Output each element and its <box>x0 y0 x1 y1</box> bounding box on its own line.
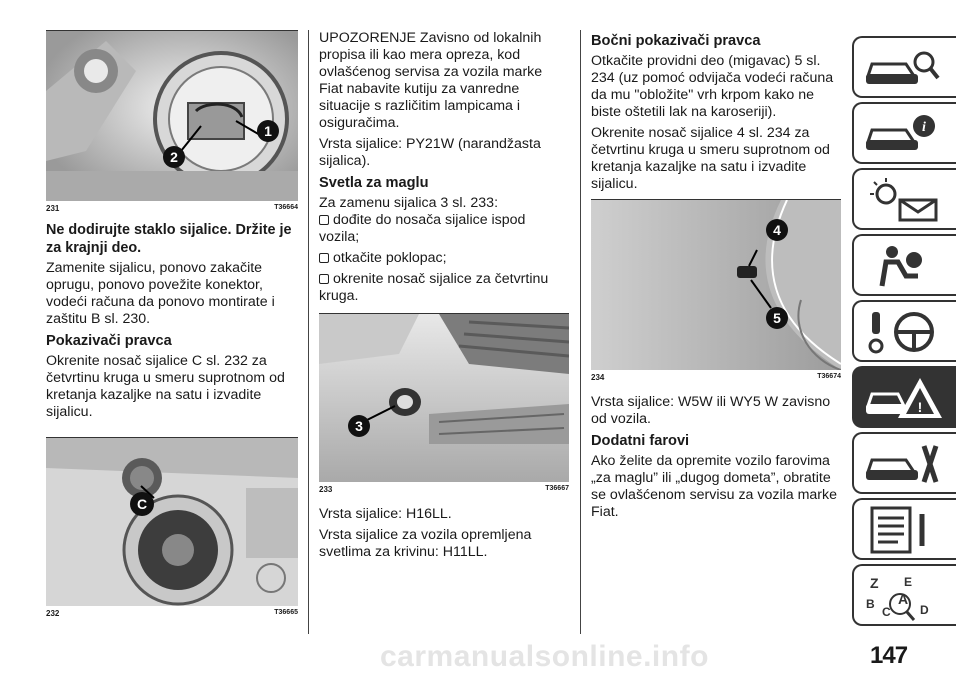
figure-code: T36667 <box>545 485 569 492</box>
list-item: okrenite nosač sijalice za četvrtinu <box>319 271 569 288</box>
paragraph: Vrsta sijalice: PY21W (narandžasta sijal… <box>319 136 541 169</box>
car-info-icon: i <box>865 115 935 150</box>
svg-text:4: 4 <box>773 222 781 238</box>
tab-car-search[interactable] <box>852 36 956 98</box>
figure-code: T36664 <box>274 204 298 211</box>
tab-key-steering[interactable] <box>852 300 956 362</box>
tab-emergency[interactable]: ! <box>852 366 956 428</box>
paragraph: Vrsta sijalice: H16LL. <box>319 506 452 522</box>
svg-text:3: 3 <box>355 418 363 434</box>
svg-text:B: B <box>866 597 875 611</box>
paragraph: Otkačite providni deo (migavac) 5 sl. 23… <box>591 53 834 120</box>
checkbox-icon <box>319 253 329 263</box>
callout-C <box>130 492 154 516</box>
figure-number: 232 <box>46 609 60 618</box>
list-item: otkačite poklopac; <box>319 250 569 267</box>
car-search-icon <box>865 51 940 84</box>
svg-text:C: C <box>882 605 891 619</box>
figure-caption: 233 T36667 <box>319 482 569 496</box>
figure-code: T36665 <box>274 609 298 616</box>
column-left: 1 2 231 T36664 Ne dodirujte staklo sijal… <box>46 30 298 620</box>
alphabet-index-icon: Z E A B C D <box>866 575 929 621</box>
figure-number: 231 <box>46 204 60 213</box>
figure-caption: 231 T36664 <box>46 201 298 215</box>
figure-code: T36674 <box>817 373 841 380</box>
section-heading-extra-lights: Dodatni farovi <box>591 433 690 449</box>
paragraph: Vrsta sijalice za vozila opremljena svet… <box>319 527 532 560</box>
checklist-icon <box>870 506 925 554</box>
tab-car-tools[interactable] <box>852 432 956 494</box>
tab-checklist[interactable] <box>852 498 956 560</box>
svg-text:!: ! <box>918 399 923 415</box>
svg-text:Z: Z <box>870 575 879 591</box>
page-number: 147 <box>870 642 908 669</box>
step-list: dođite do nosača sijalice ispod vozila; … <box>319 212 569 305</box>
paragraph: Okrenite nosač sijalice 4 sl. 234 za čet… <box>591 125 830 192</box>
svg-text:C: C <box>137 496 147 512</box>
svg-text:2: 2 <box>170 149 178 165</box>
svg-text:i: i <box>922 120 926 135</box>
column-divider <box>580 30 581 634</box>
figure-233: 3 233 T36667 <box>319 313 569 496</box>
svg-text:E: E <box>904 575 912 589</box>
side-indicator-image: 4 5 <box>591 200 841 370</box>
svg-text:1: 1 <box>264 123 272 139</box>
callout-5 <box>766 307 788 329</box>
section-heading-turn-signals: Pokazivači pravca <box>46 333 172 349</box>
turn-signal-bulb-image: C <box>46 438 298 606</box>
figure-number: 233 <box>319 485 333 494</box>
warning-paragraph: UPOZORENJE Zavisno od lokalnih propisa i… <box>319 30 543 131</box>
paragraph: Za zamenu sijalica 3 sl. 233: <box>319 195 499 211</box>
svg-text:A: A <box>898 591 908 607</box>
tab-warning-lights[interactable] <box>852 168 956 230</box>
key-steering-wheel-icon <box>868 312 934 354</box>
figure-232: C 232 T36665 <box>46 437 298 620</box>
watermark: carmanualsonline.info <box>380 640 709 673</box>
paragraph: Zamenite sijalicu, ponovo zakačite oprug… <box>46 260 275 327</box>
svg-text:D: D <box>920 603 929 617</box>
figure-231: 1 2 231 T36664 <box>46 30 298 215</box>
paragraph: Ako želite da opremite vozilo farovima „… <box>591 453 838 520</box>
warning-lights-mail-icon <box>870 178 938 222</box>
callout-1 <box>257 120 279 142</box>
figure-caption: 232 T36665 <box>46 606 298 620</box>
checkbox-icon <box>319 215 329 225</box>
car-warning-triangle-icon: ! <box>865 378 942 418</box>
callout-2 <box>163 146 185 168</box>
section-heading-fog-lights: Svetla za maglu <box>319 175 429 191</box>
figure-caption: 234 T36674 <box>591 370 841 384</box>
airbag-seat-icon <box>879 246 922 287</box>
figure-234: 4 5 234 T36674 <box>591 199 841 384</box>
tab-car-info[interactable]: i <box>852 102 956 164</box>
callout-4 <box>766 219 788 241</box>
chapter-tabs: i ! <box>852 36 956 630</box>
list-item: dođite do nosača sijalice ispod <box>319 212 569 229</box>
svg-text:5: 5 <box>773 310 781 326</box>
car-tools-icon <box>865 445 939 483</box>
tab-alphabet-index[interactable]: Z E A B C D <box>852 564 956 626</box>
fog-light-image: 3 <box>319 314 569 482</box>
column-divider <box>308 30 309 634</box>
paragraph: Vrsta sijalice: W5W ili WY5 W zavisno od… <box>591 394 831 427</box>
warning-heading: Ne dodirujte staklo sijalice. Držite je … <box>46 222 292 256</box>
callout-3 <box>348 415 370 437</box>
headlamp-bulb-image: 1 2 <box>46 31 298 201</box>
section-heading-side-indicators: Bočni pokazivači pravca <box>591 33 761 49</box>
column-middle: UPOZORENJE Zavisno od lokalnih propisa i… <box>319 30 569 565</box>
paragraph: Okrenite nosač sijalice C sl. 232 za čet… <box>46 353 285 420</box>
checkbox-icon <box>319 274 329 284</box>
column-right: Bočni pokazivači pravca Otkačite providn… <box>591 30 841 525</box>
tab-airbag-seat[interactable] <box>852 234 956 296</box>
figure-number: 234 <box>591 373 605 382</box>
